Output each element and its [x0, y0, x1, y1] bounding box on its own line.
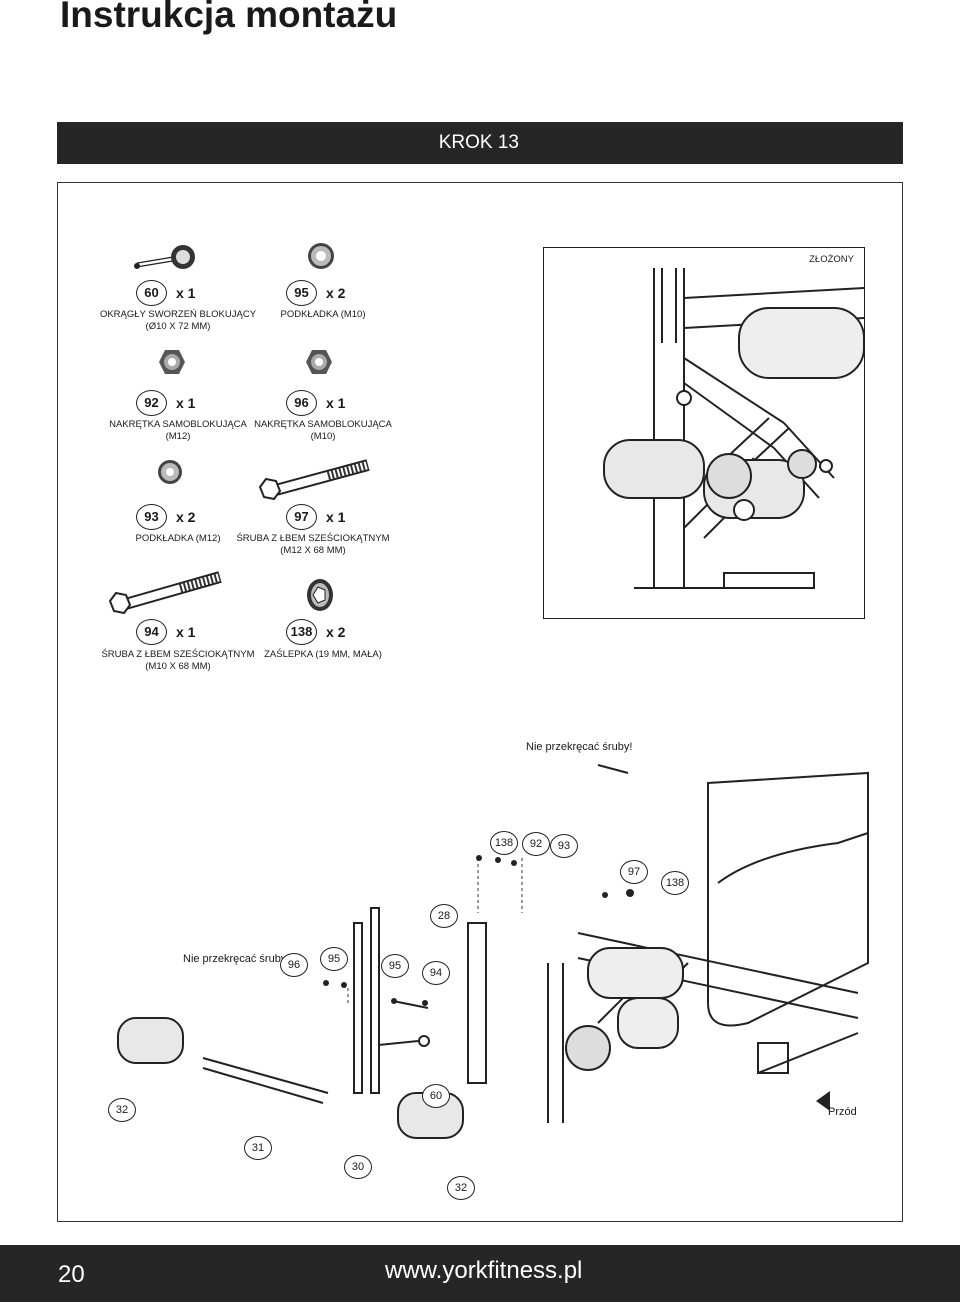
- step-header-bar: KROK 13: [57, 122, 903, 164]
- page-title: Instrukcja montażu: [60, 0, 398, 35]
- part-description: NAKRĘTKA SAMOBLOKUJĄCA (M12): [109, 419, 247, 442]
- callout-label: 92: [522, 832, 550, 856]
- front-label: Przód: [828, 1106, 857, 1118]
- part-number: 138: [286, 619, 317, 645]
- hex-bolt-icon: [108, 571, 222, 615]
- part-description: ZAŚLEPKA (19 MM, MAŁA): [264, 649, 382, 660]
- part-number: 95: [286, 280, 317, 306]
- step-label: KROK 13: [438, 132, 519, 153]
- callout-label: 94: [422, 961, 450, 985]
- callout-label: 95: [381, 954, 409, 978]
- part-number: 94: [136, 619, 167, 645]
- callout-label: 96: [280, 953, 308, 977]
- instruction-panel: 60 x 1 OKRĄGŁY SWORZEŃ BLOKUJĄCY (Ø10 X …: [57, 182, 903, 1222]
- part-description: PODKŁADKA (M10): [280, 309, 366, 320]
- lock-nut-icon: [159, 350, 185, 374]
- lock-nut-icon: [306, 350, 332, 374]
- callout-label: 31: [244, 1136, 272, 1160]
- washer-icon: [158, 460, 182, 484]
- callout-label: 138: [490, 831, 518, 855]
- part-quantity: x 1: [326, 509, 346, 525]
- website-url: www.yorkfitness.pl: [385, 1257, 583, 1284]
- part-number: 60: [136, 280, 167, 306]
- assembled-label: ZŁOŻONY: [809, 254, 854, 265]
- callout-label: 32: [447, 1176, 475, 1200]
- callout-label: 30: [344, 1155, 372, 1179]
- part-description: NAKRĘTKA SAMOBLOKUJĄCA (M10): [254, 419, 392, 442]
- part-quantity: x 2: [326, 624, 346, 640]
- hex-bolt-icon: [258, 459, 370, 501]
- part-quantity: x 2: [326, 285, 346, 301]
- part-description: ŚRUBA Z ŁBEM SZEŚCIOKĄTNYM (M12 X 68 MM): [236, 533, 390, 556]
- part-description: OKRĄGŁY SWORZEŃ BLOKUJĄCY (Ø10 X 72 MM): [99, 309, 257, 332]
- part-number: 92: [136, 390, 167, 416]
- callout-label: 138: [661, 871, 689, 895]
- exploded-assembly-illustration: [117, 764, 869, 1139]
- assembled-bench-illustration: [603, 268, 864, 589]
- locking-pin-icon: [134, 245, 195, 269]
- end-cap-icon: [307, 579, 333, 611]
- callout-label: 97: [620, 860, 648, 884]
- assembled-view: ZŁOŻONY: [543, 247, 865, 619]
- page-footer: 20 www.yorkfitness.pl: [0, 1245, 960, 1302]
- part-number: 93: [136, 504, 167, 530]
- part-quantity: x 1: [176, 395, 196, 411]
- part-quantity: x 2: [176, 509, 196, 525]
- warning-note: Nie przekręcać śruby!: [183, 953, 290, 965]
- part-description: ŚRUBA Z ŁBEM SZEŚCIOKĄTNYM (M10 X 68 MM): [101, 649, 255, 672]
- warning-note: Nie przekręcać śruby!: [526, 741, 633, 753]
- part-description: PODKŁADKA (M12): [135, 533, 221, 544]
- part-number: 97: [286, 504, 317, 530]
- callout-label: 95: [320, 947, 348, 971]
- callout-label: 93: [550, 834, 578, 858]
- part-number: 96: [286, 390, 317, 416]
- part-quantity: x 1: [176, 624, 196, 640]
- part-quantity: x 1: [326, 395, 346, 411]
- callout-label: 32: [108, 1098, 136, 1122]
- callout-label: 28: [430, 904, 458, 928]
- washer-icon: [308, 243, 334, 269]
- page-number: 20: [58, 1261, 85, 1288]
- callout-label: 60: [422, 1084, 450, 1108]
- part-quantity: x 1: [176, 285, 196, 301]
